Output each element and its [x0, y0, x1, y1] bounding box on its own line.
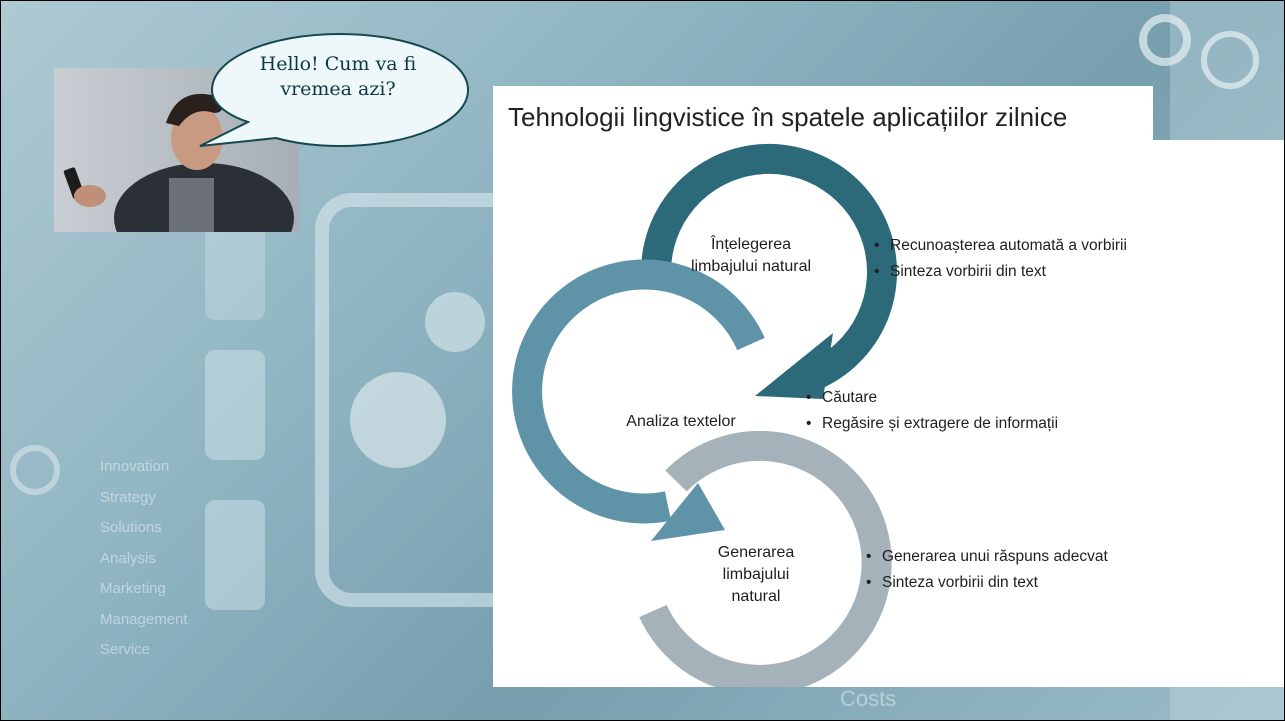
bg-word: Marketing	[100, 580, 166, 597]
ai-chip-graphic	[205, 210, 265, 320]
cycle-bullets-generation: Generarea unui răspuns adecvat Sinteza v…	[866, 547, 1186, 599]
device-icon-2	[205, 500, 265, 610]
bullet-item: Regăsire și extragere de informații	[806, 414, 1066, 433]
gear-icon	[1139, 14, 1191, 66]
bullet-item: Recunoașterea automată a vorbirii	[874, 236, 1174, 255]
cycle-arrow-2	[512, 259, 765, 524]
bullet-item: Generarea unui răspuns adecvat	[866, 547, 1186, 566]
bg-word: Management	[100, 610, 188, 628]
person-face	[171, 106, 223, 170]
bullet-item: Sinteza vorbirii din text	[874, 262, 1174, 281]
bullet-item: Sinteza vorbirii din text	[866, 573, 1186, 592]
cycle-arrowhead-2	[651, 483, 725, 541]
cycle-arrow-1	[640, 143, 897, 390]
bg-word: Strategy	[100, 488, 156, 506]
globe-icon	[1201, 31, 1259, 89]
background-word-list: Innovation Strategy Solutions Analysis M…	[100, 452, 188, 666]
refresh-icon	[10, 445, 60, 495]
slide-title: Tehnologii lingvistice în spatele aplica…	[508, 102, 1068, 132]
person-shirt	[169, 178, 214, 232]
robot-head-graphic	[350, 372, 446, 468]
bg-word: Service	[100, 641, 151, 658]
device-icon-1	[205, 350, 265, 460]
cycle-label-text-analysis: Analiza textelor	[626, 413, 736, 430]
bg-word: Solutions	[100, 519, 162, 536]
bg-word-costs: Costs	[840, 686, 897, 711]
cycle-label-understanding: Înțelegerea limbajului natural	[690, 236, 812, 275]
chat-bubble-graphic	[425, 292, 485, 352]
bg-word: Analysis	[100, 549, 156, 567]
speech-bubble-shape	[199, 32, 470, 148]
person-hair	[166, 93, 223, 126]
cycle-arrowhead-1	[755, 333, 833, 399]
cycle-bullets-text-analysis: Căutare Regăsire și extragere de informa…	[806, 388, 1066, 440]
cycle-bullets-understanding: Recunoașterea automată a vorbirii Sintez…	[874, 236, 1174, 288]
bullet-item: Căutare	[806, 388, 1066, 407]
cycle-label-generation: Generarea limbajului natural	[717, 544, 795, 605]
person-hand	[74, 185, 106, 207]
bg-word: Innovation	[100, 458, 170, 475]
